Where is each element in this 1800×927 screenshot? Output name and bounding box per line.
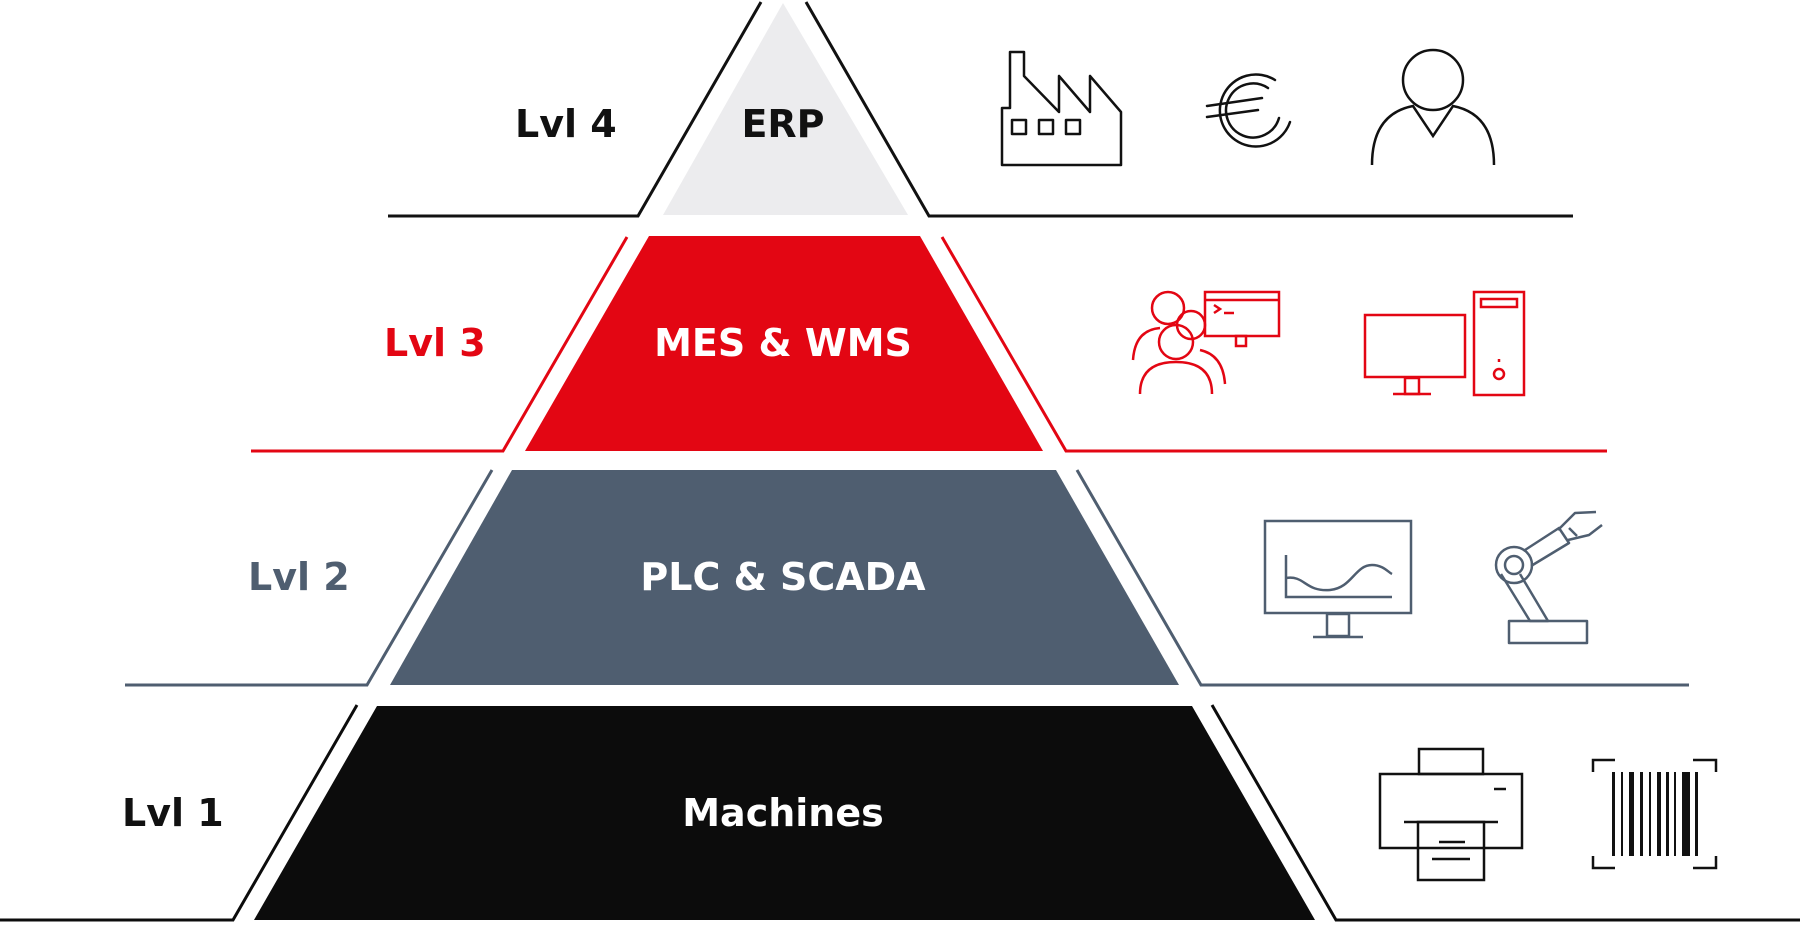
level-1-tier — [0, 704, 1800, 922]
level-3-outline-left — [251, 236, 629, 453]
level-3-label: Lvl 3 — [384, 321, 486, 365]
factory-icon — [1000, 50, 1123, 167]
desktop-computer-icon — [1363, 290, 1526, 397]
scada-monitor-icon — [1263, 519, 1413, 639]
team-monitor-icon — [1131, 290, 1281, 395]
level-1-label: Lvl 1 — [122, 791, 224, 835]
user-icon — [1370, 48, 1496, 166]
level-2-fill — [390, 470, 1179, 685]
level-2-outline-right — [1075, 469, 1689, 687]
euro-icon — [1205, 73, 1292, 148]
level-1-fill — [254, 706, 1315, 920]
level-4-outline-right — [804, 1, 1573, 218]
level-3-tier-label: MES & WMS — [654, 321, 912, 365]
level-4-tier — [388, 1, 1573, 218]
level-3-tier — [251, 236, 1607, 453]
level-3-outline-right — [940, 236, 1607, 453]
level-2-label: Lvl 2 — [248, 555, 350, 599]
robot-arm-icon — [1494, 510, 1603, 645]
level-2-outline-left — [125, 469, 494, 687]
level-2-tier — [125, 469, 1689, 687]
level-3-fill — [525, 236, 1043, 451]
level-1-outline-left — [0, 704, 359, 922]
level-2-tier-label: PLC & SCADA — [640, 555, 926, 599]
level-4-fill — [663, 3, 908, 215]
level-1-outline-right — [1210, 704, 1800, 922]
printer-icon — [1378, 747, 1524, 882]
level-1-tier-label: Machines — [682, 791, 884, 835]
level-4-outline — [388, 1, 763, 218]
level-4-label: Lvl 4 — [515, 102, 617, 146]
level-4-tier-label: ERP — [741, 102, 825, 146]
barcode-icon — [1591, 758, 1718, 870]
